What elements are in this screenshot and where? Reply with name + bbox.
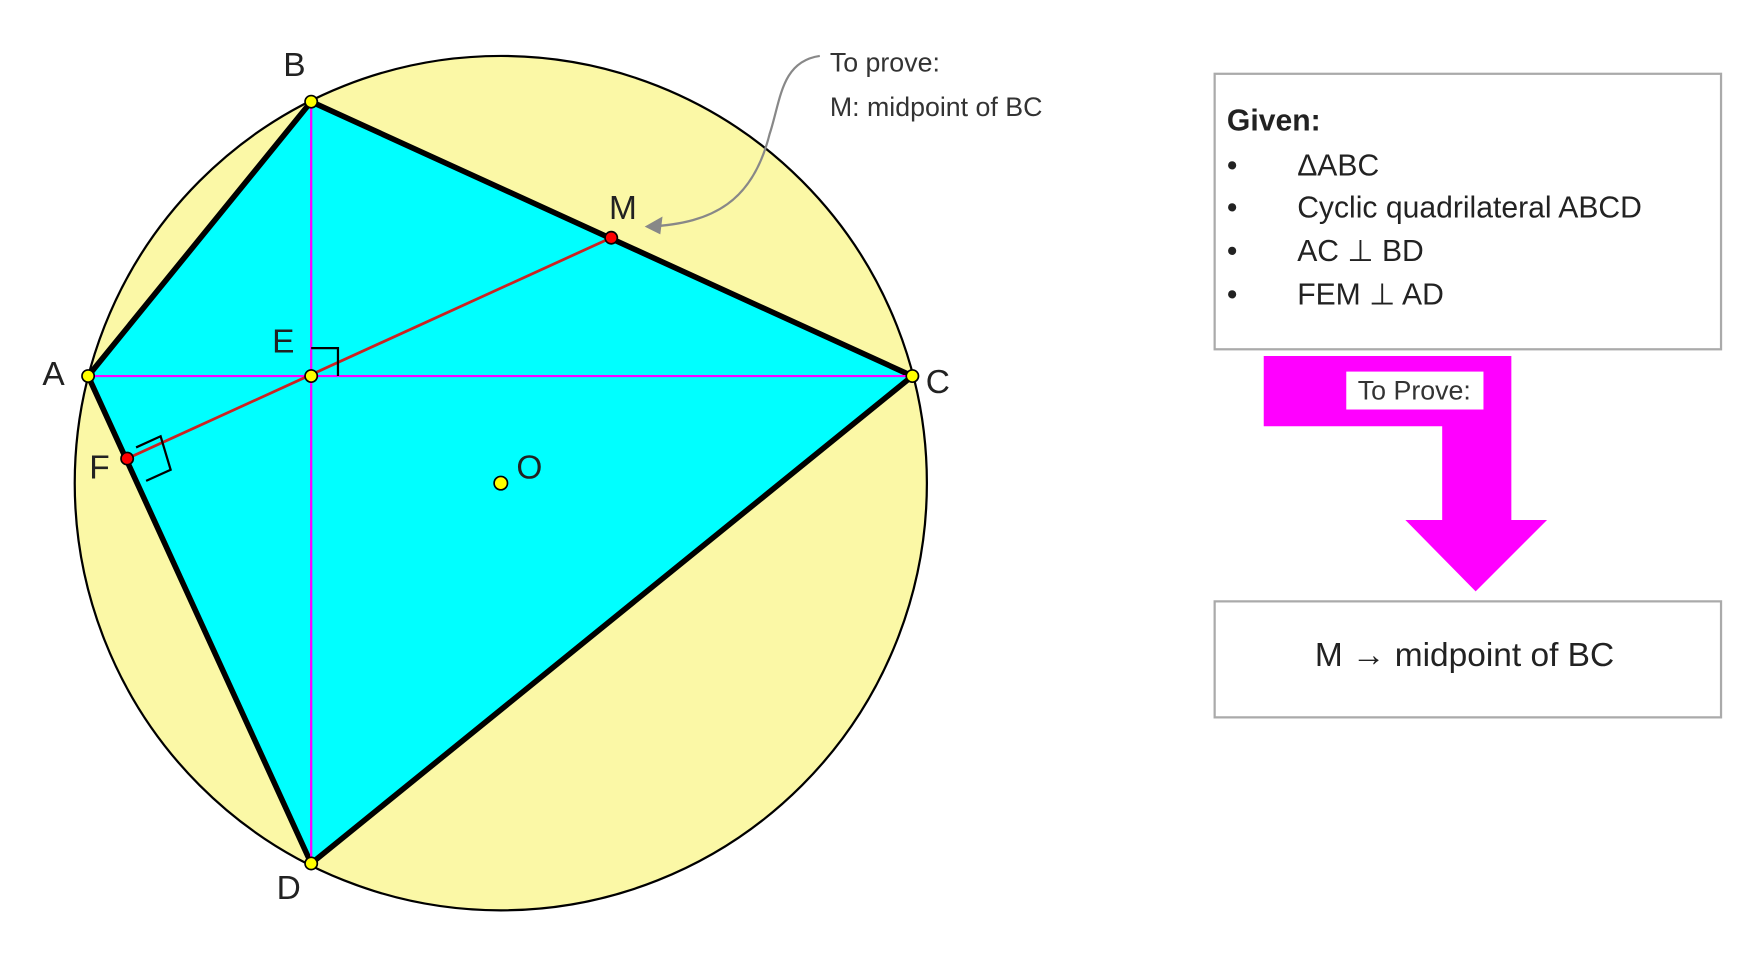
right-angle-mark-f xyxy=(135,434,173,482)
label-f: F xyxy=(89,450,109,487)
right-angle-mark-e xyxy=(311,347,340,377)
annotation-to-prove: To prove: xyxy=(830,48,940,78)
point-m[interactable] xyxy=(604,230,619,245)
label-e: E xyxy=(272,324,294,361)
point-markers xyxy=(81,94,920,871)
annotation-midpoint: M: midpoint of BC xyxy=(830,92,1043,122)
bullet: • xyxy=(1227,235,1238,268)
point-a[interactable] xyxy=(81,369,96,384)
label-d: D xyxy=(277,870,301,907)
given-item: FEM ⊥ AD xyxy=(1297,279,1444,312)
result-text: M → midpoint of BC xyxy=(1315,637,1614,674)
point-c[interactable] xyxy=(905,369,920,384)
point-o[interactable] xyxy=(493,475,509,491)
label-a: A xyxy=(42,356,65,393)
annotation-arrowhead xyxy=(644,216,663,235)
label-b: B xyxy=(283,47,305,84)
label-m: M xyxy=(609,190,637,227)
annotation-arrow xyxy=(649,54,820,228)
result-box: M → midpoint of BC xyxy=(1213,600,1723,719)
line-fem xyxy=(126,236,612,460)
bullet: • xyxy=(1227,192,1238,225)
to-prove-arrow xyxy=(1263,355,1548,592)
bullet: • xyxy=(1227,149,1238,182)
to-prove-label: To Prove: xyxy=(1358,375,1471,405)
label-o: O xyxy=(516,450,542,487)
given-item: AC ⊥ BD xyxy=(1297,235,1424,268)
point-d[interactable] xyxy=(304,856,319,871)
given-item: Cyclic quadrilateral ABCD xyxy=(1297,192,1642,225)
label-c: C xyxy=(926,364,950,401)
given-item: ΔABC xyxy=(1297,149,1379,182)
given-title: Given: xyxy=(1227,105,1321,138)
point-e[interactable] xyxy=(304,369,319,384)
to-prove-label-bg xyxy=(1346,371,1484,410)
bullet: • xyxy=(1227,279,1238,312)
given-box: Given: • ΔABC • Cyclic quadrilateral ABC… xyxy=(1213,72,1723,351)
point-f[interactable] xyxy=(120,451,135,466)
point-b[interactable] xyxy=(304,94,319,109)
